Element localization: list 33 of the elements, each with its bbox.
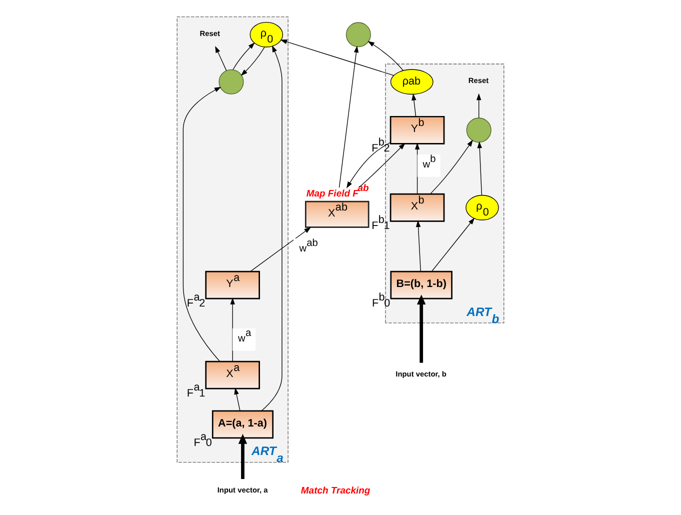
arrow <box>416 220 421 272</box>
arrow <box>250 227 312 272</box>
node-text: Reset <box>468 76 489 86</box>
node-circle <box>346 22 371 48</box>
arrow <box>261 45 282 412</box>
arrow <box>412 94 416 117</box>
node-text: Input vector, b <box>396 369 446 378</box>
arrow <box>280 39 394 76</box>
node-circle <box>466 118 492 143</box>
arrow <box>358 142 406 188</box>
arrow <box>414 142 420 194</box>
arrow <box>368 40 404 71</box>
arrow <box>417 294 426 363</box>
arrow <box>230 298 235 362</box>
arrow <box>238 434 248 480</box>
node-box: B=(b, 1-b) <box>390 270 452 300</box>
arrow <box>476 93 482 118</box>
arrow <box>477 141 482 196</box>
arrow <box>431 218 475 272</box>
node-box: A=(a, 1-a) <box>212 410 274 439</box>
node-ellipse: ρab <box>390 69 434 95</box>
arrow <box>430 140 473 194</box>
node-text: Reset <box>200 28 220 38</box>
arrow <box>215 46 227 71</box>
node-text: Input vector, a <box>217 486 268 495</box>
arrow <box>346 142 391 188</box>
node-circle <box>218 69 244 94</box>
arrow <box>182 86 222 362</box>
arrow <box>338 46 359 188</box>
label: Match Tracking <box>300 485 370 496</box>
arrow <box>234 388 240 412</box>
arrow <box>232 42 255 70</box>
arrow <box>240 46 265 76</box>
